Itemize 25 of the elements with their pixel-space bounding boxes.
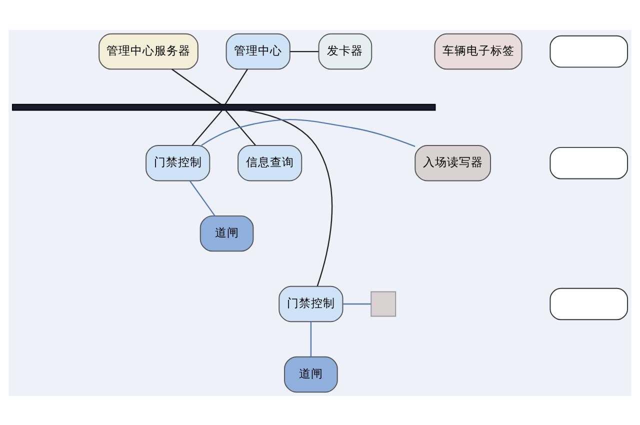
node-box — [550, 146, 628, 179]
connector — [225, 110, 256, 146]
node-box — [550, 34, 628, 68]
connector — [201, 118, 416, 146]
connector — [224, 68, 248, 104]
node-box — [550, 287, 628, 320]
node-box: 信息查询 — [238, 144, 302, 181]
node-box: 入场读写器 — [414, 144, 492, 181]
node-box: 门禁控制 — [278, 285, 344, 322]
connector — [246, 109, 333, 286]
node-box: 发卡器 — [318, 32, 372, 70]
connector — [192, 110, 222, 146]
node-box: 管理中心服务器 — [98, 32, 198, 70]
node-box: 道闸 — [284, 356, 338, 392]
connector — [342, 302, 372, 304]
connector — [189, 180, 216, 216]
connector — [310, 321, 312, 356]
connector — [172, 68, 222, 104]
node-box: 门禁控制 — [146, 144, 210, 181]
node-box: 管理中心 — [226, 32, 290, 70]
node-box — [370, 290, 396, 316]
connector — [290, 50, 318, 52]
node-bar — [12, 103, 436, 110]
node-box: 车辆电子标签 — [434, 32, 522, 70]
node-box: 道闸 — [200, 214, 254, 252]
